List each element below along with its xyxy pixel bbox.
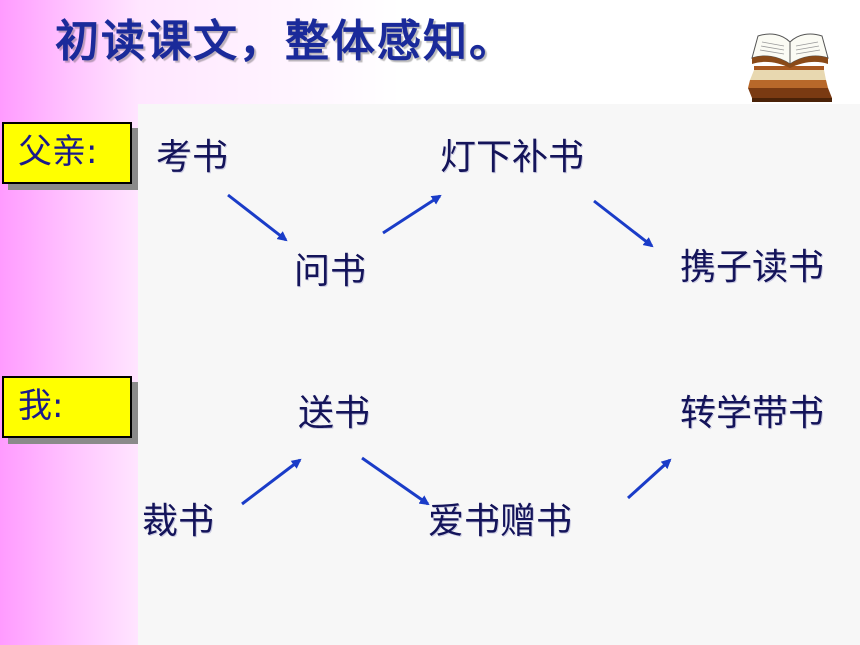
me-label: 我: xyxy=(2,376,132,438)
content-panel xyxy=(138,104,860,645)
father-word-xiezi-dushu: 携子读书 xyxy=(680,247,825,288)
me-word-caishu: 裁书 xyxy=(142,501,215,542)
me-word-zhuanxue-daishu: 转学带书 xyxy=(680,393,825,434)
slide-title: 初读课文，整体感知。 xyxy=(55,16,515,67)
father-word-kaoshu: 考书 xyxy=(156,137,229,178)
father-word-dengxia-bushu: 灯下补书 xyxy=(440,137,585,178)
father-label: 父亲: xyxy=(2,122,132,184)
me-word-aishu-zengshu: 爱书赠书 xyxy=(428,501,573,542)
father-word-wenshu: 问书 xyxy=(294,251,367,292)
me-word-songshu: 送书 xyxy=(298,393,371,434)
book-stack-icon xyxy=(748,33,832,102)
